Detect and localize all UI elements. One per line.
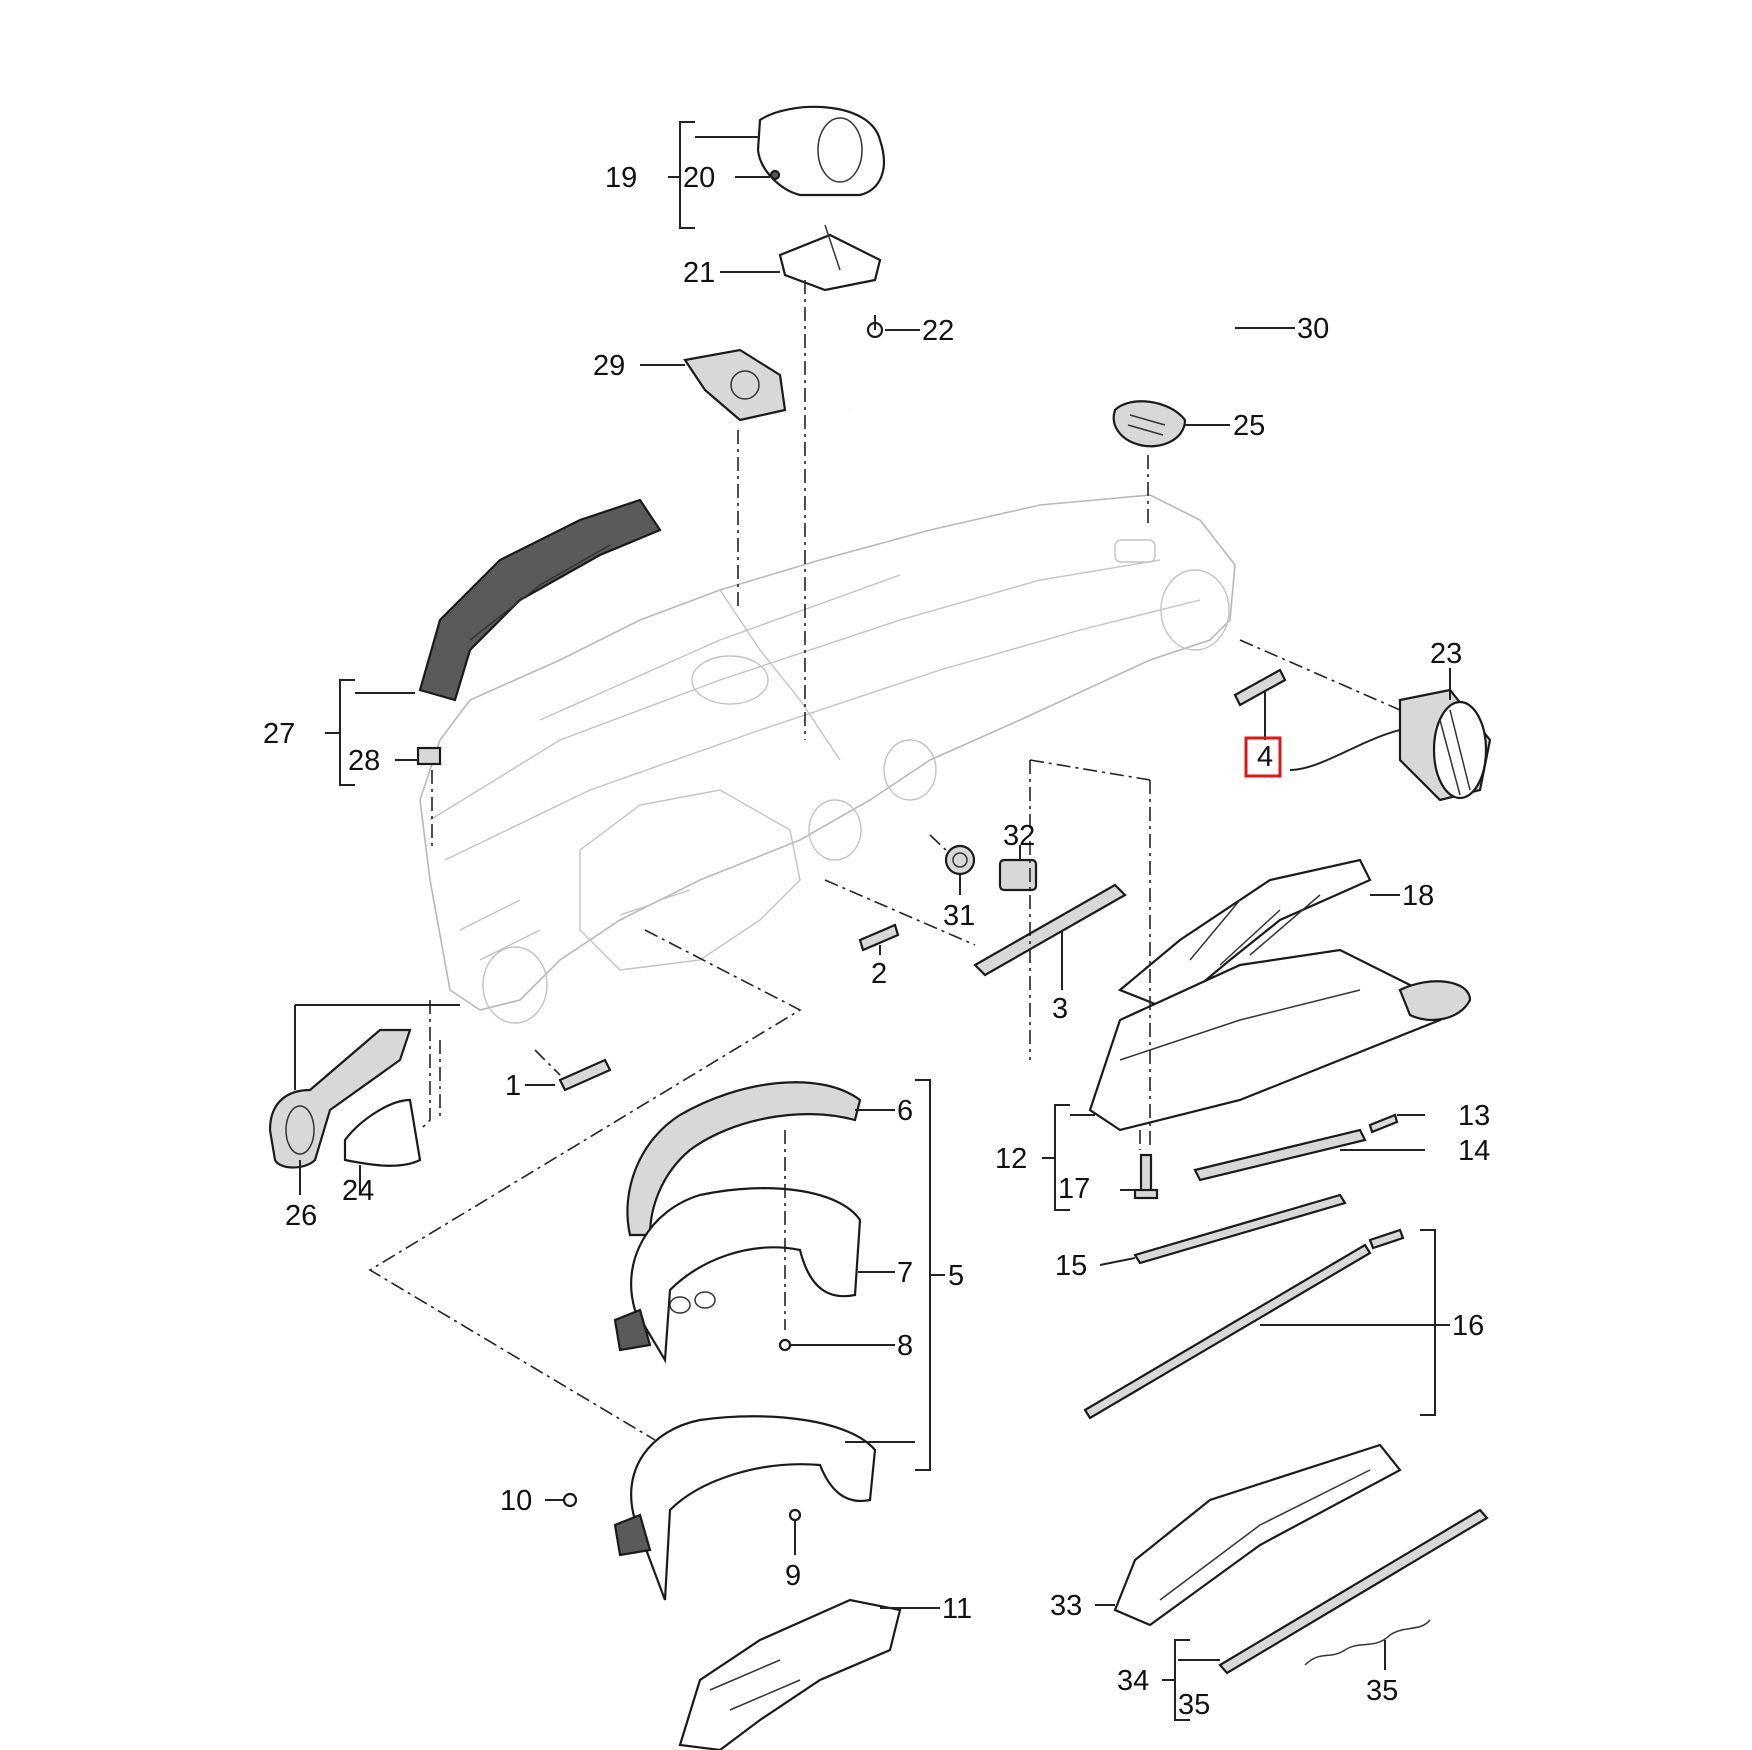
part-15-hook-rod (1133, 1193, 1347, 1265)
callout-3: 3 (1052, 993, 1068, 1025)
part-25-vent-grille (1112, 400, 1187, 448)
part-20-clip (769, 169, 781, 181)
part-17-bolt (1133, 1153, 1159, 1200)
callout-19: 19 (605, 162, 637, 194)
leader-lines (294, 121, 1451, 1721)
part-16-rod-set (1083, 1228, 1405, 1420)
part-23-round-vent (1289, 688, 1492, 802)
part-35-script-strip (1218, 1508, 1489, 1675)
callout-labels: 19 20 21 22 30 29 25 23 4 27 28 32 31 18… (263, 162, 1490, 1721)
part-27-trim-strip (418, 498, 662, 702)
callout-35-group: 35 (1178, 1689, 1210, 1721)
callout-22: 22 (922, 315, 954, 347)
callout-1: 1 (505, 1070, 521, 1102)
callout-16: 16 (1452, 1310, 1484, 1342)
callout-29: 29 (593, 350, 625, 382)
part-21-bracket (778, 224, 882, 292)
callout-35: 35 (1366, 1675, 1398, 1707)
callout-15: 15 (1055, 1250, 1087, 1282)
callout-24: 24 (342, 1175, 374, 1207)
part-32-switch (998, 858, 1038, 892)
callout-7: 7 (897, 1257, 913, 1289)
part-2-clip (858, 923, 900, 952)
part-10-screw (562, 1492, 578, 1508)
callout-14: 14 (1458, 1135, 1490, 1167)
callout-18: 18 (1402, 880, 1434, 912)
callout-8: 8 (897, 1330, 913, 1362)
callout-32: 32 (1003, 820, 1035, 852)
part-12-carrier (1088, 948, 1472, 1132)
part-22-screw (866, 315, 884, 339)
callout-10: 10 (500, 1485, 532, 1517)
callout-4-highlight (1244, 736, 1282, 778)
callout-34: 34 (1117, 1665, 1149, 1697)
part-19-instrument-hood (756, 105, 885, 197)
part-5-lower-cover (613, 1415, 877, 1601)
part-13-clip (1368, 1113, 1399, 1134)
part-29-speaker-cover (683, 348, 787, 422)
dashboard-body (419, 494, 1236, 1024)
part-1-clip (558, 1058, 612, 1092)
callout-4: 4 (1257, 741, 1273, 773)
callout-2: 2 (871, 958, 887, 990)
callout-6: 6 (897, 1095, 913, 1127)
callout-26: 26 (285, 1200, 317, 1232)
part-4-clip (1233, 668, 1287, 707)
callout-31: 31 (943, 900, 975, 932)
part-7-housing (613, 1187, 862, 1364)
part-14-seal (1193, 1128, 1367, 1182)
part-31-grommet (944, 844, 976, 876)
part-30-seal-strip (848, 322, 1236, 413)
part-3-strip (973, 883, 1127, 977)
callout-33: 33 (1050, 1590, 1082, 1622)
callout-13: 13 (1458, 1100, 1490, 1132)
callout-21: 21 (683, 257, 715, 289)
callout-20: 20 (683, 162, 715, 194)
callout-12: 12 (995, 1143, 1027, 1175)
callout-11: 11 (942, 1593, 972, 1625)
part-8-screw (778, 1338, 792, 1352)
callout-9: 9 (785, 1560, 801, 1592)
part-33-panel (1113, 1443, 1402, 1627)
callout-30: 30 (1297, 313, 1329, 345)
part-24-side-cover (343, 1098, 422, 1167)
part-26-side-vent (268, 1028, 412, 1169)
assembly-center-lines (368, 280, 1401, 1441)
callout-27: 27 (263, 718, 295, 750)
callout-28: 28 (348, 745, 380, 777)
callout-5: 5 (948, 1260, 964, 1292)
part-9-screw (788, 1508, 802, 1522)
callout-25: 25 (1233, 410, 1265, 442)
part-28-clip (416, 746, 442, 766)
callout-23: 23 (1430, 638, 1462, 670)
callout-17: 17 (1058, 1173, 1090, 1205)
part-11-support-bracket (678, 1598, 902, 1750)
part-6-upper-cover (626, 1081, 862, 1237)
